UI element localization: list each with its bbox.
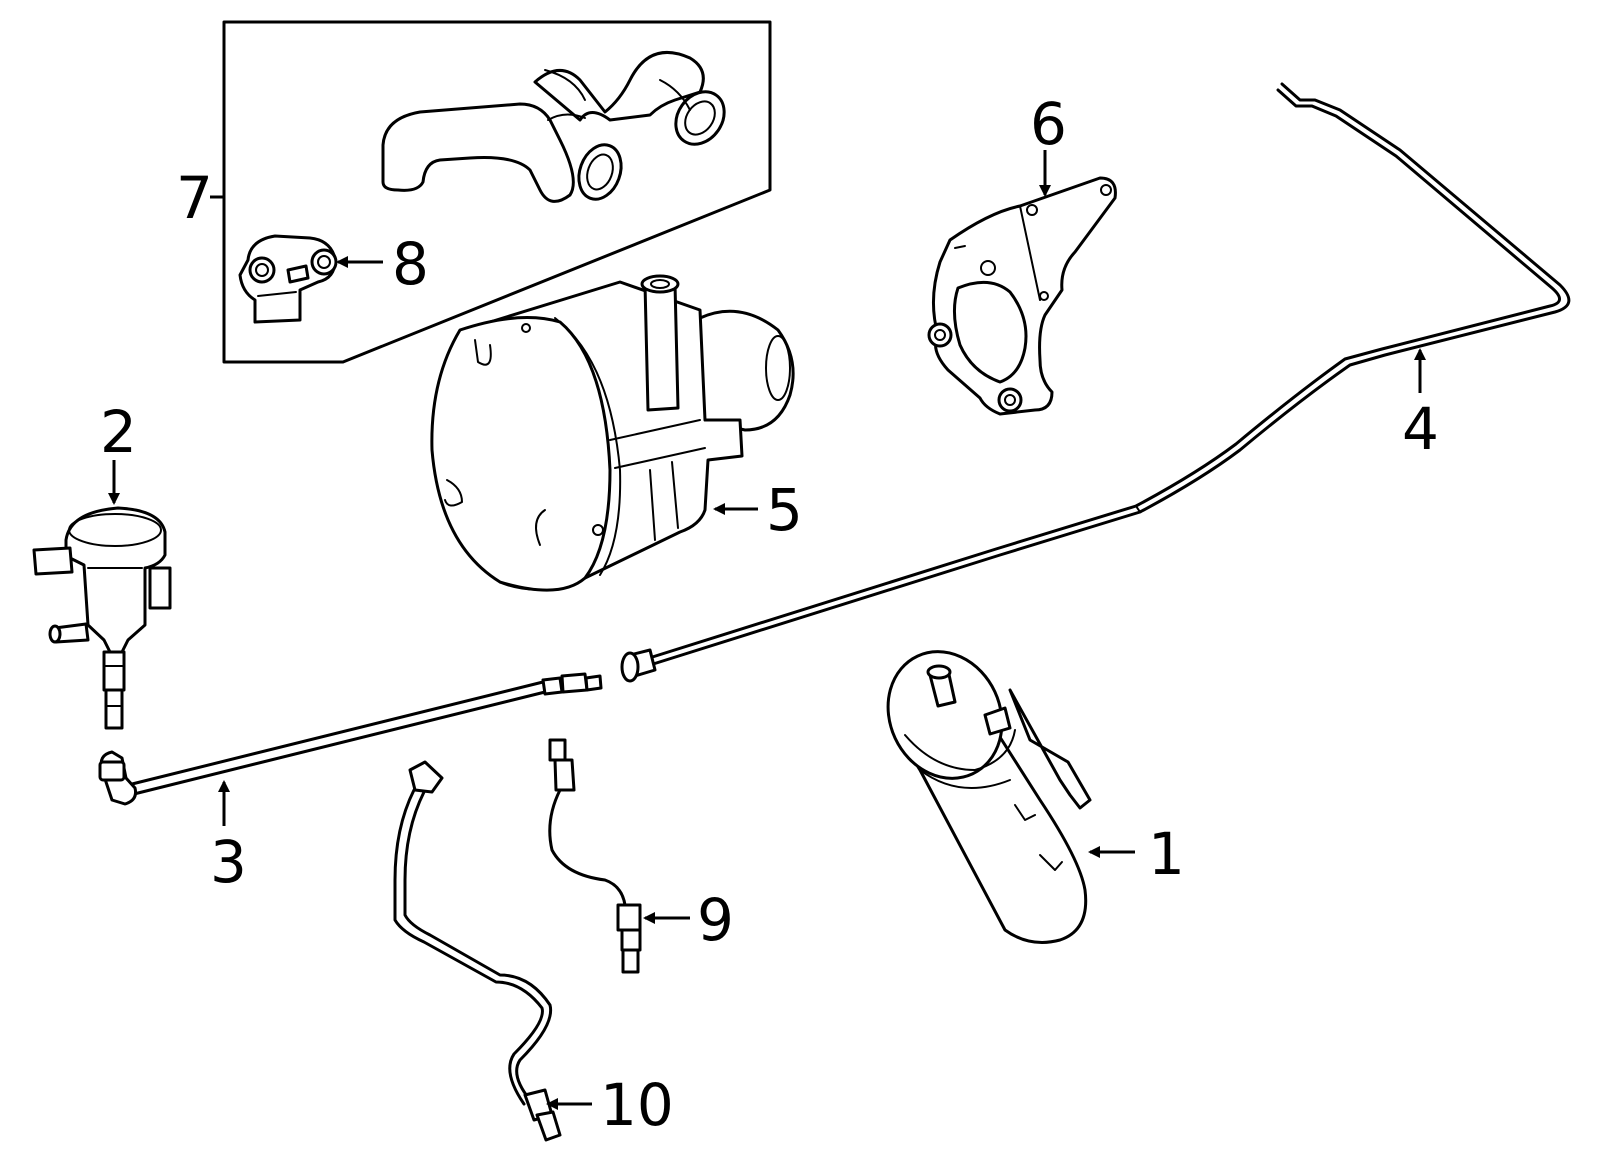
callout-8: 8 <box>392 230 429 298</box>
part-4-tube[interactable] <box>620 82 1571 683</box>
callout-9: 9 <box>697 886 734 954</box>
part-6-bracket[interactable] <box>927 176 1117 416</box>
part-8-sensor[interactable] <box>238 234 338 324</box>
callout-labels: 1 2 3 4 5 6 7 8 9 10 <box>100 90 1439 1139</box>
part-2-valve[interactable] <box>32 506 172 730</box>
callout-7: 7 <box>176 164 213 232</box>
part-5-air-pump[interactable] <box>430 274 795 592</box>
part-9-sensor[interactable] <box>548 738 642 974</box>
part-1-canister[interactable] <box>868 633 1092 944</box>
callout-1: 1 <box>1148 820 1185 888</box>
callout-5: 5 <box>766 476 803 544</box>
callout-3: 3 <box>210 828 247 896</box>
part-10-sensor[interactable] <box>393 760 562 1142</box>
kit-inset-box <box>222 20 772 364</box>
callout-2: 2 <box>100 398 137 466</box>
callout-6: 6 <box>1030 90 1067 158</box>
callout-4: 4 <box>1402 395 1439 463</box>
callout-10: 10 <box>600 1071 674 1139</box>
part-7-hose[interactable] <box>381 50 734 205</box>
leader-lines <box>108 150 1426 1110</box>
part-3-tube[interactable] <box>98 672 603 806</box>
